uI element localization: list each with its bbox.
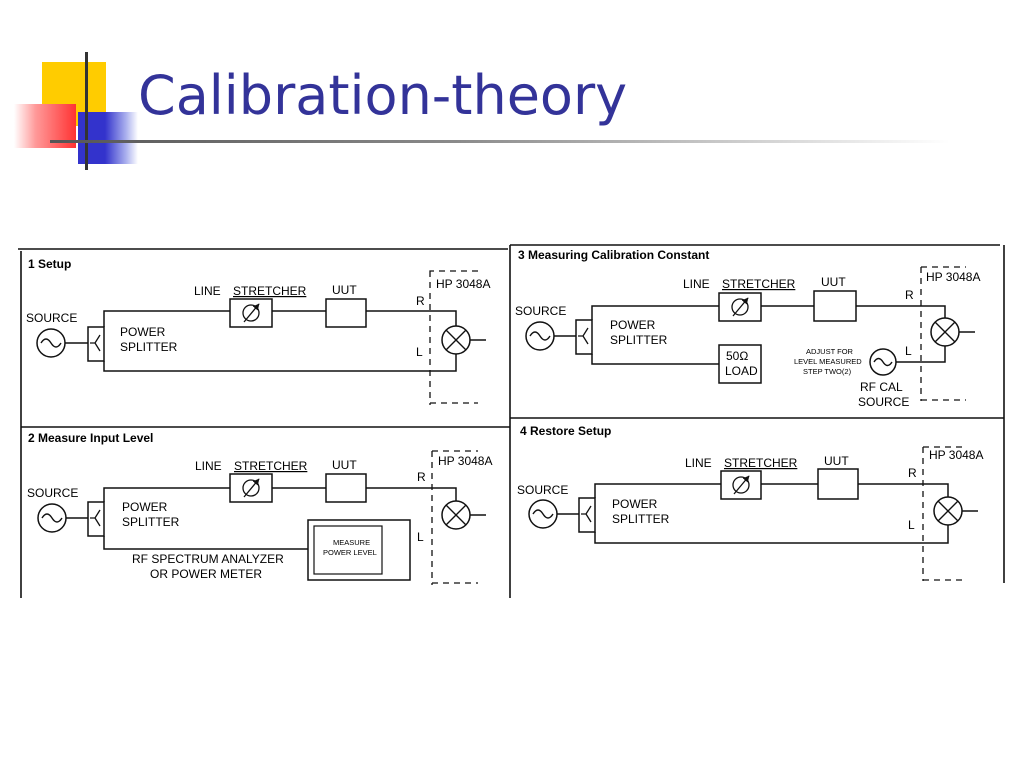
panel-heading: 3 Measuring Calibration Constant [518,248,709,262]
hp-3048a-enclosure [922,446,966,581]
load-label: 50Ω [726,349,748,363]
port-r-label: R [908,466,917,480]
phase-shift-icon [242,479,260,497]
rf-cal-source-label: SOURCE [858,395,909,409]
source-label: SOURCE [515,304,566,318]
hp-label: HP 3048A [438,454,493,468]
uut-label: UUT [332,283,357,297]
analyzer-label: OR POWER METER [150,567,262,581]
load-block [718,344,762,384]
stretcher-label: LINE [683,277,710,291]
port-l-label: L [908,518,915,532]
load-label: LOAD [725,364,758,378]
panel-measure-input-level: 2 Measure Input Level SOURCE POWER SPLIT… [27,431,493,585]
panel-restore-setup: 4 Restore Setup SOURCE POWER SPLITTER LI… [517,424,984,581]
uut-label: UUT [332,458,357,472]
splitter-label: POWER [612,497,658,511]
uut-block [813,290,857,322]
splitter-label: SPLITTER [612,512,670,526]
rf-cal-source-label: RF CAL [860,380,903,394]
adjust-note: LEVEL MEASURED [794,357,862,366]
power-splitter-block [87,326,105,362]
measure-label: MEASURE [333,538,370,547]
splitter-label: SPLITTER [610,333,668,347]
adjust-note: STEP TWO(2) [803,367,852,376]
uut-label: UUT [821,275,846,289]
source-label: SOURCE [517,483,568,497]
port-l-label: L [905,344,912,358]
stretcher-label: LINE [685,456,712,470]
uut-label: UUT [824,454,849,468]
hp-label: HP 3048A [929,448,984,462]
port-r-label: R [905,288,914,302]
adjust-note: ADJUST FOR [806,347,854,356]
stretcher-label: STRETCHER [722,277,796,291]
line-stretcher-block [718,292,762,322]
hp-label: HP 3048A [926,270,981,284]
measure-label: POWER LEVEL [323,548,377,557]
line-stretcher-block [720,470,762,500]
calibration-figure: 1 Setup SOURCE POWER SPLITTER LINE STRET… [18,243,1008,606]
hp-3048a-enclosure [920,266,966,401]
slide-title: Calibration-theory [138,64,628,127]
port-l-label: L [417,530,424,544]
power-splitter-block [575,319,593,355]
deco-vertical-line [85,52,88,170]
analyzer-label: RF SPECTRUM ANALYZER [132,552,284,566]
splitter-label: POWER [120,325,166,339]
line-stretcher-block [229,298,273,328]
analyzer-block [307,519,411,581]
port-r-label: R [417,470,426,484]
panel-heading: 1 Setup [28,257,71,271]
splitter-label: SPLITTER [120,340,178,354]
stretcher-label: STRETCHER [724,456,798,470]
panel-measuring-calibration-constant: 3 Measuring Calibration Constant SOURCE … [515,248,981,409]
port-l-label: L [416,345,423,359]
panel-heading: 4 Restore Setup [520,424,611,438]
phase-shift-icon [732,476,750,494]
stretcher-label: LINE [194,284,221,298]
splitter-label: POWER [122,500,168,514]
splitter-label: SPLITTER [122,515,180,529]
source-label: SOURCE [27,486,78,500]
phase-shift-icon [731,298,749,316]
phase-shift-icon [242,304,260,322]
port-r-label: R [416,294,425,308]
hp-label: HP 3048A [436,277,491,291]
source-label: SOURCE [26,311,77,325]
panel-setup: 1 Setup SOURCE POWER SPLITTER LINE STRET… [26,257,491,405]
hp-3048a-enclosure [429,270,478,405]
uut-block [325,473,367,503]
splitter-label: POWER [610,318,656,332]
stretcher-label: LINE [195,459,222,473]
stretcher-label: STRETCHER [233,284,307,298]
uut-block [325,298,367,328]
deco-blue-square [78,112,138,164]
panel-heading: 2 Measure Input Level [28,431,153,445]
title-underline [50,140,950,143]
uut-block [817,468,859,500]
stretcher-label: STRETCHER [234,459,308,473]
hp-3048a-enclosure [431,450,478,585]
analyzer-screen [313,525,383,575]
power-splitter-block [578,497,596,533]
power-splitter-block [87,501,105,537]
